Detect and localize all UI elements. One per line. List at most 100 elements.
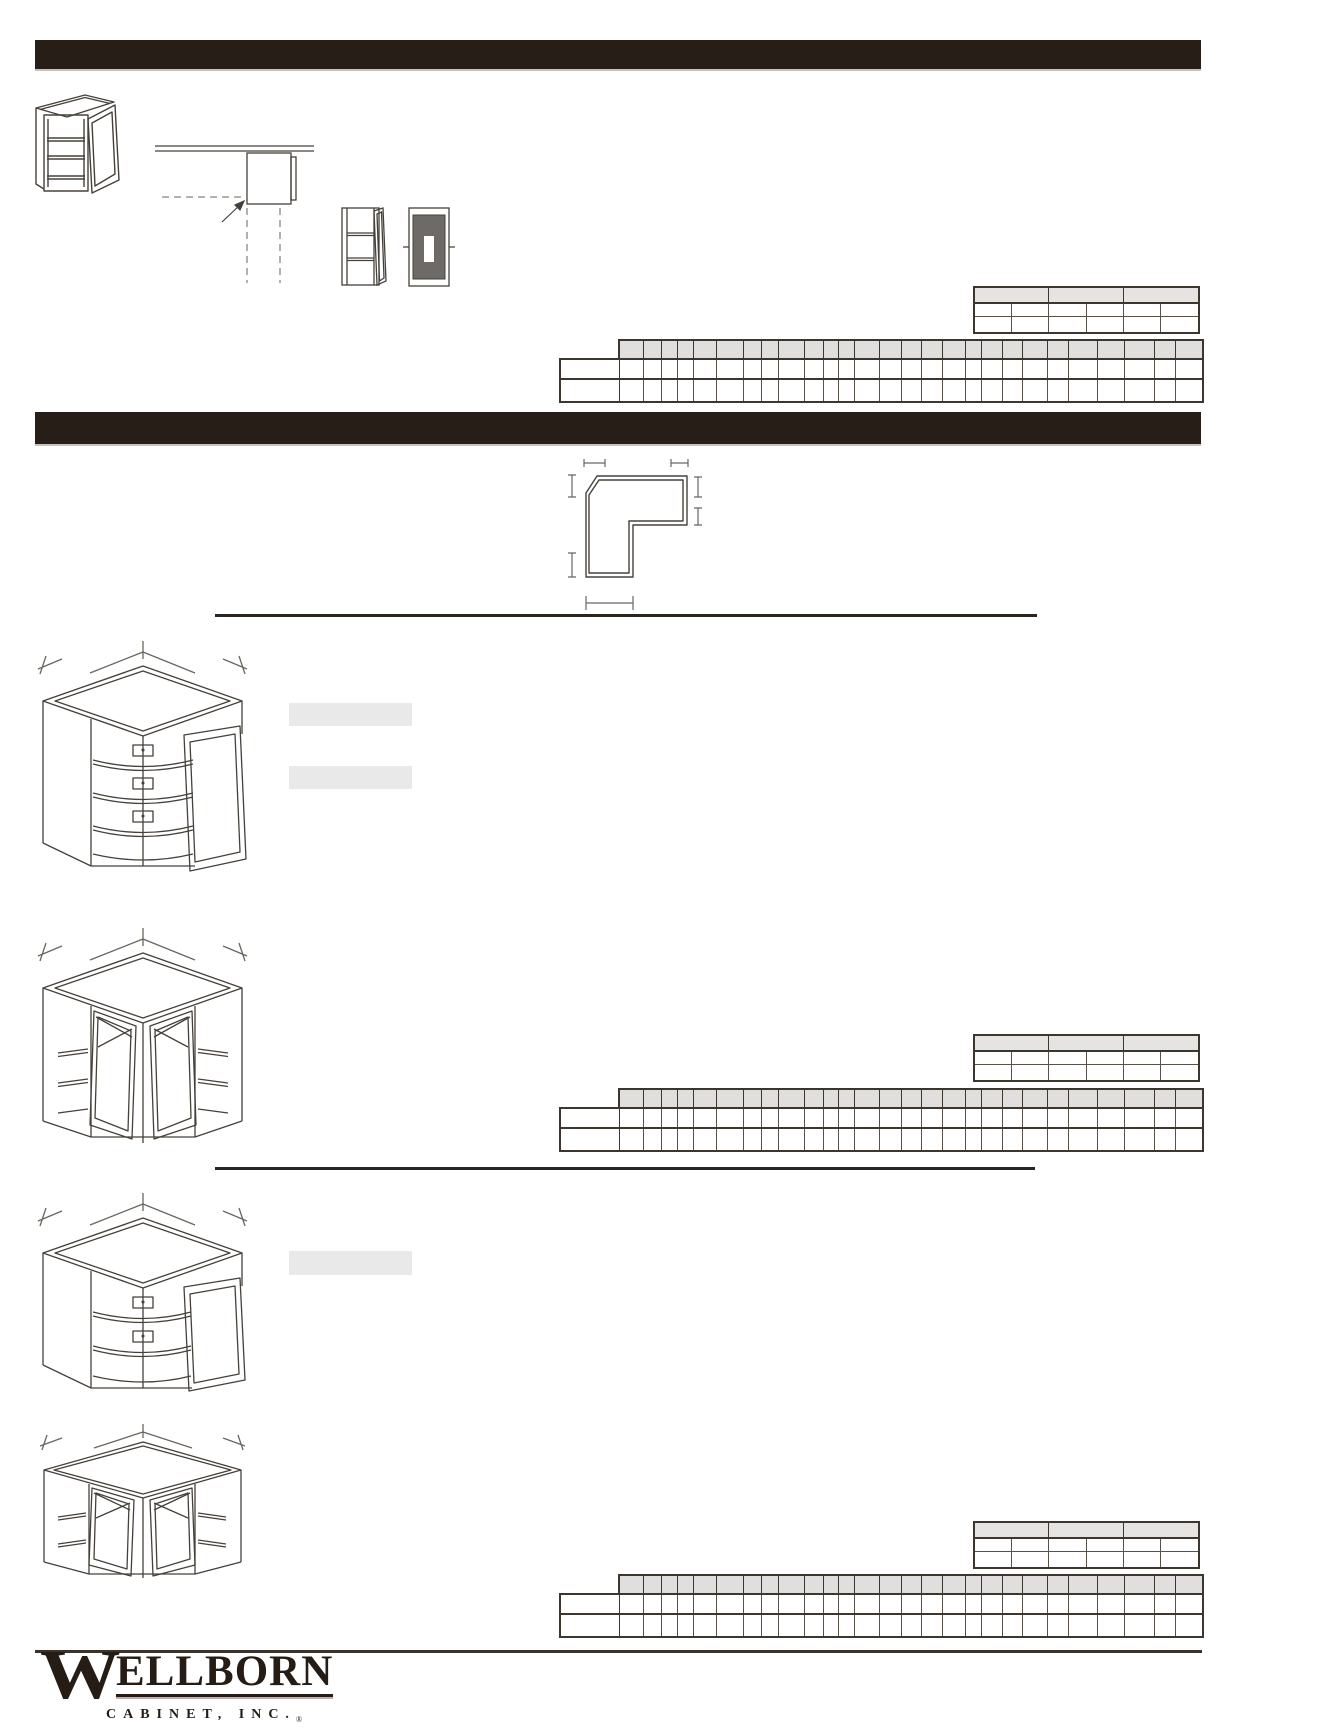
spec-grid-header-cell — [1023, 1090, 1048, 1110]
spec-grid-cell — [943, 1129, 966, 1150]
size-table-header-cell — [975, 1523, 1050, 1539]
size-table-header-cell — [975, 288, 1050, 304]
size-table-bottom — [973, 1521, 1200, 1569]
spec-grid-header-cell — [902, 341, 922, 361]
spec-grid-header-cell — [1069, 1090, 1098, 1110]
spec-grid-cell — [902, 1129, 922, 1150]
spec-grid-header-cell — [943, 341, 966, 361]
spec-grid-cell — [1125, 1615, 1155, 1636]
spec-grid-header-cell — [824, 1576, 839, 1596]
spec-grid-cell — [1003, 1109, 1023, 1130]
cabinet-front-view-dark-panel-drawing — [403, 207, 455, 287]
corner-wall-cabinet-bifold-doors-drawing — [37, 928, 248, 1143]
size-table-cell — [1124, 317, 1161, 332]
size-table-cell — [1123, 304, 1161, 317]
spec-grid-cell — [1125, 1129, 1155, 1150]
size-table-header-cell — [1049, 1036, 1124, 1052]
section-header-bar-middle — [35, 412, 1201, 446]
spec-grid-cell — [694, 1129, 717, 1150]
size-table-cell — [1049, 1539, 1087, 1552]
spec-grid-cell — [805, 1129, 824, 1150]
spec-grid-cell — [855, 1615, 880, 1636]
size-table-header-cell — [1123, 1523, 1198, 1539]
spec-grid-cell — [762, 380, 779, 401]
size-table-cell — [1161, 1065, 1198, 1080]
spec-grid-cell — [678, 380, 694, 401]
spec-grid-header-cell — [1098, 341, 1125, 361]
size-table-cell — [1123, 1539, 1161, 1552]
spec-grid-cell — [880, 380, 902, 401]
spec-grid-cell — [644, 1615, 662, 1636]
spec-grid-header-cell — [662, 1090, 678, 1110]
spec-grid-cell — [880, 1595, 902, 1616]
spec-grid-header-cell — [779, 341, 805, 361]
spec-grid-cell — [1069, 360, 1098, 381]
spec-grid-cell — [678, 360, 694, 381]
spec-grid-cell — [855, 1109, 880, 1130]
spec-grid-cell — [1155, 1615, 1176, 1636]
section-divider-top — [215, 614, 1037, 617]
spec-grid-cell — [694, 360, 717, 381]
size-table-cell — [1086, 304, 1124, 317]
spec-grid-header-cell — [644, 341, 662, 361]
spec-grid-header-cell — [855, 1576, 880, 1596]
spec-grid-cell — [824, 380, 839, 401]
spec-grid-cell — [620, 360, 644, 381]
spec-grid-cell — [922, 1615, 943, 1636]
spec-grid-header-cell — [1023, 1576, 1048, 1596]
size-table-cell — [1049, 1065, 1087, 1080]
spec-grid-cell — [943, 1615, 966, 1636]
spec-grid-label-cell — [561, 380, 620, 401]
spec-grid-header-cell — [855, 341, 880, 361]
spec-grid-cell — [1048, 1129, 1069, 1150]
spec-grid-cell — [902, 1595, 922, 1616]
spec-grid-cell — [805, 1595, 824, 1616]
spec-grid-label-cell — [561, 360, 620, 381]
spec-grid-header-cell — [855, 1090, 880, 1110]
spec-grid-cell — [902, 360, 922, 381]
spec-grid-header-cell — [644, 1090, 662, 1110]
spec-grid-header-cell — [902, 1576, 922, 1596]
size-table-header-cell — [1123, 1036, 1198, 1052]
spec-grid-cell — [779, 1129, 805, 1150]
size-table-cell — [1049, 304, 1087, 317]
spec-grid-cell — [1048, 1595, 1069, 1616]
spec-grid-cell — [880, 360, 902, 381]
spec-grid-cell — [966, 1595, 982, 1616]
spec-grid-header-cell — [982, 1576, 1003, 1596]
spec-grid-header-cell — [620, 1576, 644, 1596]
spec-grid-cell — [744, 1109, 762, 1130]
spec-grid-cell — [1098, 1109, 1125, 1130]
spec-grid-top — [559, 339, 1204, 403]
wall-cabinet-isometric-drawing — [35, 94, 120, 194]
spec-grid-header-cell — [1125, 1576, 1155, 1596]
spec-grid-header-cell — [717, 341, 744, 361]
spec-grid-cell — [644, 360, 662, 381]
spec-grid-cell — [678, 1615, 694, 1636]
size-table-cell — [1087, 317, 1124, 332]
spec-grid-cell — [717, 380, 744, 401]
spec-grid-header-cell — [1098, 1576, 1125, 1596]
spec-grid-header-cell — [779, 1576, 805, 1596]
spec-grid-cell — [839, 1109, 855, 1130]
spec-grid-cell — [1125, 360, 1155, 381]
spec-grid-header-cell — [662, 1576, 678, 1596]
spec-grid-header-cell — [678, 341, 694, 361]
size-table-cell — [975, 317, 1013, 332]
spec-grid-cell — [1023, 1129, 1048, 1150]
spec-grid-header-cell — [717, 1576, 744, 1596]
spec-grid-cell — [694, 380, 717, 401]
spec-grid-cell — [902, 1615, 922, 1636]
spec-grid-cell — [762, 360, 779, 381]
spec-grid-header-cell — [717, 1090, 744, 1110]
spec-grid-cell — [662, 380, 678, 401]
spec-grid-header-cell — [744, 1090, 762, 1110]
wellborn-logo-initial: W — [40, 1637, 121, 1714]
spec-grid-header-cell — [762, 1576, 779, 1596]
size-table-cell — [1124, 1552, 1161, 1567]
spec-grid-header-cell — [1003, 1090, 1023, 1110]
spec-grid-header-cell — [805, 341, 824, 361]
spec-grid-cell — [644, 380, 662, 401]
size-table-middle — [973, 1034, 1200, 1082]
